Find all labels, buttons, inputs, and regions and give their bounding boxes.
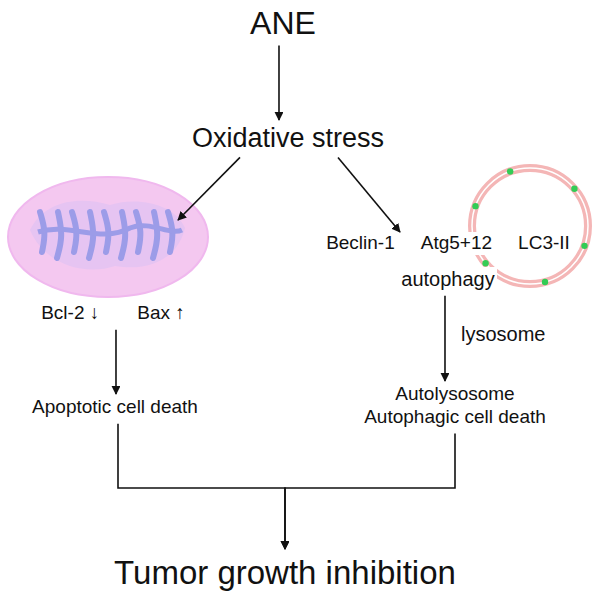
- lc3-dot: [581, 243, 587, 249]
- flow-arrow: [118, 424, 285, 549]
- lc3-dot: [571, 186, 577, 192]
- lc3-dot: [542, 279, 548, 285]
- text-row: Beclin-1 Atg5+12 LC3-II: [324, 232, 572, 255]
- inner-membrane: [30, 201, 185, 270]
- autophagy-marker-group: Beclin-1 Atg5+12 LC3-II autophagy: [324, 232, 572, 291]
- mitochondrial-marker-group: Bcl-2 ↓ Bax ↑: [39, 220, 187, 325]
- text-row: Bcl-2 ↓ Bax ↑: [39, 302, 187, 325]
- mitochondrion-body: [8, 177, 208, 297]
- lc3-dot: [472, 203, 478, 209]
- crista: [153, 212, 157, 258]
- node-text: Bax ↑: [135, 302, 187, 325]
- flow-arrow: [444, 296, 446, 381]
- node-text: Atg5+12: [419, 232, 494, 255]
- crista: [121, 212, 125, 258]
- node-text: LC3-II: [516, 232, 572, 255]
- flow-arrow: [338, 157, 400, 232]
- crista: [38, 226, 182, 234]
- flow-arrow: [115, 330, 117, 394]
- text-row: Oxidative stress: [190, 122, 386, 154]
- lc3-dot: [482, 260, 488, 266]
- node-text: Autolysosome Autophagic cell death: [353, 383, 557, 429]
- text-row: Autolysosome Autophagic cell death: [353, 383, 557, 429]
- node-text: Beclin-1: [324, 232, 397, 255]
- flow-arrow: [278, 45, 280, 120]
- crista: [136, 212, 140, 252]
- text-row: autophagy: [399, 267, 496, 291]
- node-text: ANE: [248, 4, 318, 42]
- process-label: Oxidative stress: [190, 122, 386, 154]
- result-label: Tumor growth inhibition: [112, 553, 458, 593]
- start-label: ANE: [248, 4, 318, 42]
- text-row: ANE: [248, 4, 318, 42]
- outcome-label: Apoptotic cell death: [30, 396, 200, 419]
- text-row: Tumor growth inhibition: [112, 553, 458, 593]
- node-text: Apoptotic cell death: [30, 396, 200, 419]
- flow-arrow: [178, 157, 240, 220]
- lc3-dot: [507, 168, 513, 174]
- flow-arrow: [285, 434, 455, 549]
- text-row: Apoptotic cell death: [30, 396, 200, 419]
- node-text: Tumor growth inhibition: [112, 553, 458, 593]
- node-text: Bcl-2 ↓: [39, 302, 101, 325]
- crista: [57, 212, 61, 258]
- outcome-label: Autolysosome Autophagic cell death: [353, 383, 557, 429]
- mitochondrion: [8, 177, 208, 297]
- node-text: Oxidative stress: [190, 122, 386, 154]
- edge-label: lysosome: [459, 322, 547, 346]
- node-text: autophagy: [399, 267, 496, 291]
- mitochondrion-cristae: [30, 201, 185, 270]
